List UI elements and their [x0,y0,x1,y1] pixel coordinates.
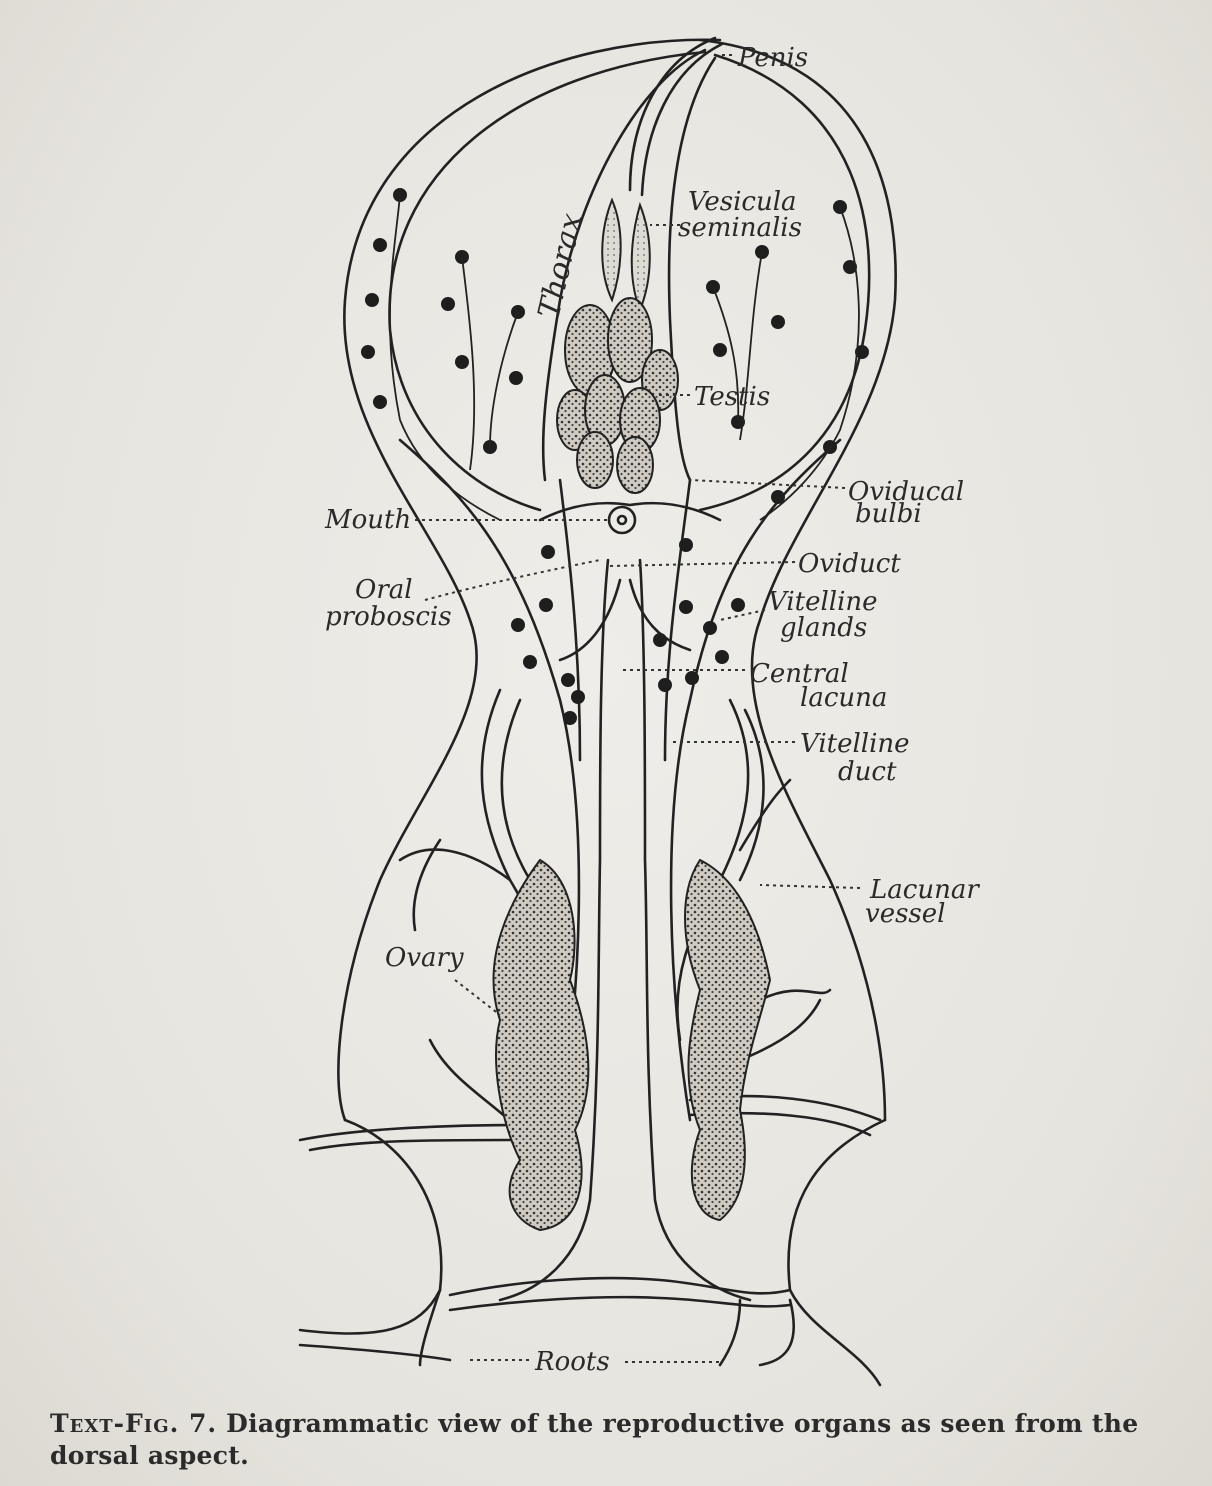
label-vitelline-duct: Vitelline [800,729,910,759]
label-thorax: Thorax [532,210,590,322]
label-roots: Roots [534,1347,610,1377]
figure-number: Text-Fig. 7. [50,1409,217,1438]
ovary-left [494,860,589,1230]
ovary-right [685,860,770,1220]
label-vessel: vessel [865,899,945,929]
label-oviduct: Oviduct [798,549,901,579]
label-mouth: Mouth [324,505,411,535]
figure-caption: Text-Fig. 7. Diagrammatic view of the re… [50,1408,1200,1472]
label-penis: Penis [737,43,808,73]
label-testis: Testis [694,382,770,412]
label-seminalis: seminalis [678,213,802,243]
vesicula-seminalis [602,200,620,300]
label-duct: duct [838,757,897,787]
label-bulbi: bulbi [855,499,922,529]
label-ovary: Ovary [385,943,464,973]
label-proboscis: proboscis [325,602,452,632]
label-glands: glands [780,613,867,643]
reproductive-organs-diagram: Penis Thorax Vesicula seminalis Testis O… [0,0,1212,1400]
label-lacuna: lacuna [800,683,887,713]
label-oral: Oral [355,575,413,605]
